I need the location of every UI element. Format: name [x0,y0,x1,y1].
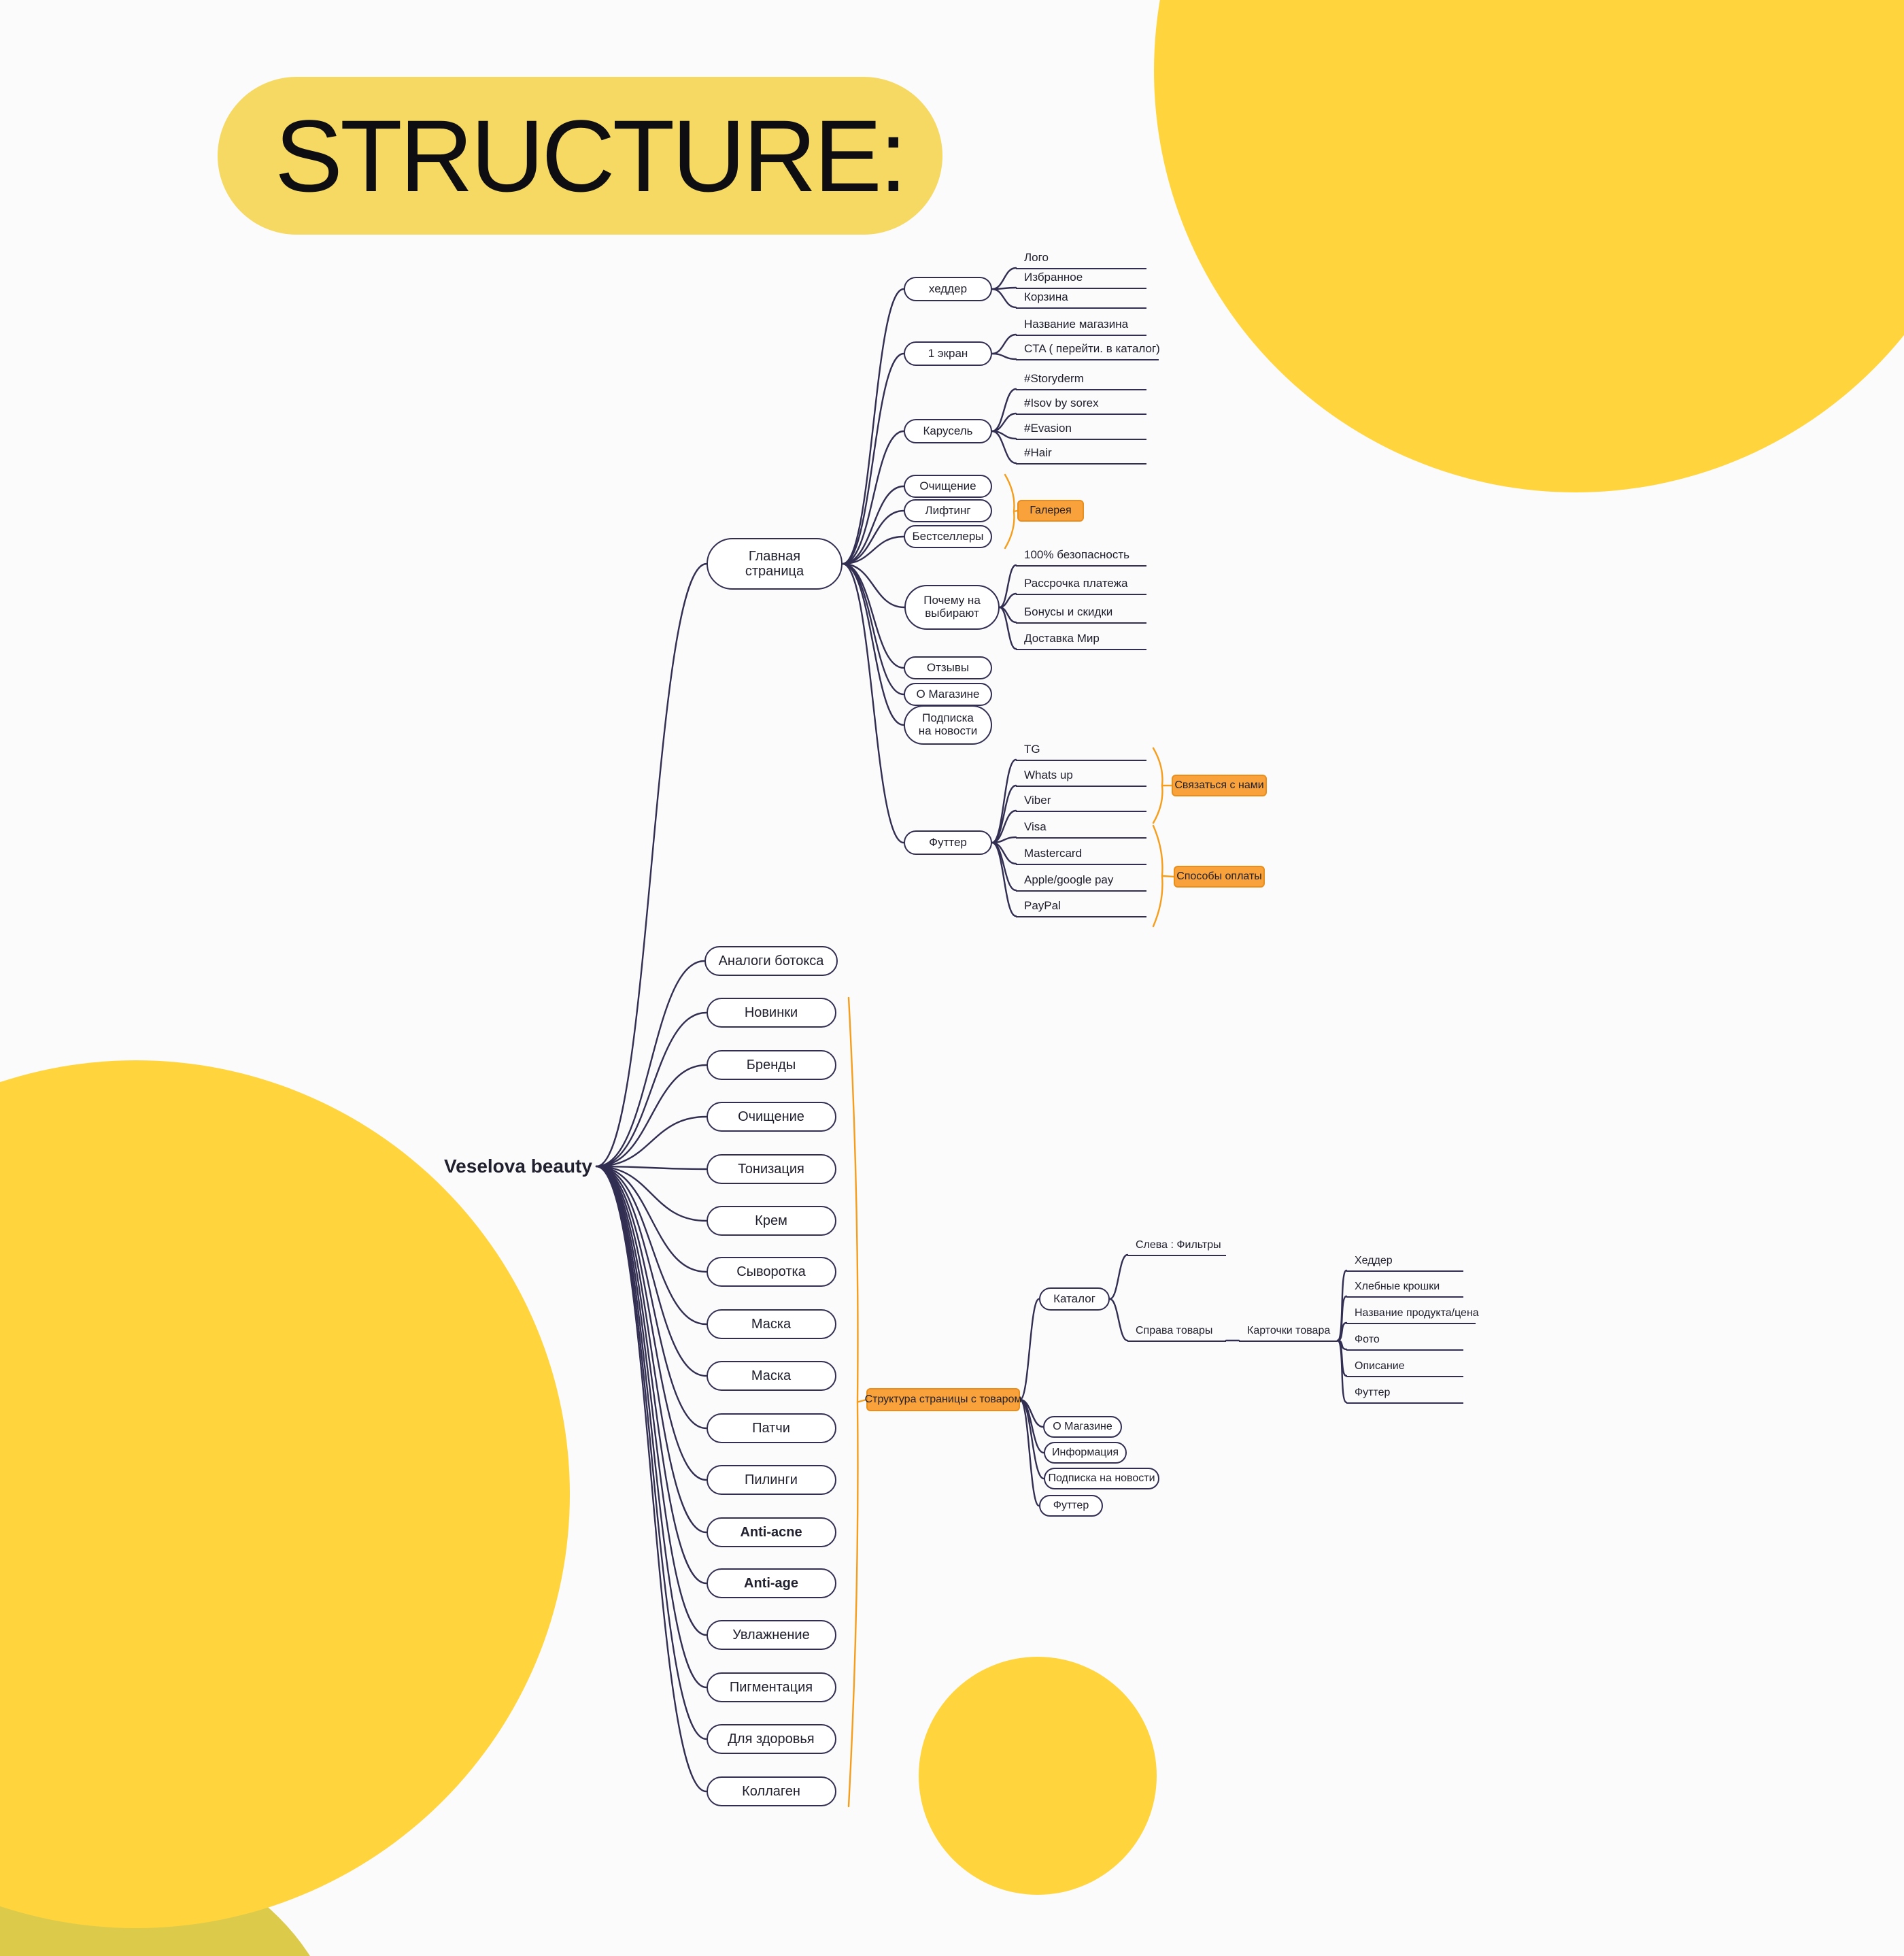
node-whatsup: Whats up [1016,764,1146,787]
node-brendy: Бренды [706,1050,836,1080]
node-podpiska2: Подписка на новости [1044,1468,1159,1489]
title-badge: STRUCTURE: [218,77,942,235]
node-antiage: Anti-age [706,1568,836,1598]
node-logo: Лого [1016,246,1146,269]
node-kh2: Хеддер [1346,1249,1463,1272]
node-carousel: Карусель [904,419,992,443]
node-och: Очищение [904,475,992,498]
node-filtry: Слева : Фильтры [1127,1233,1226,1256]
node-rassrochka: Рассрочка платежа [1016,572,1146,595]
node-krem: Крем [706,1206,836,1236]
node-izbr: Избранное [1016,266,1146,289]
node-khlebnye: Хлебные крошки [1346,1275,1463,1298]
page-title: STRUCTURE: [275,98,908,213]
node-opisanie: Описание [1346,1354,1463,1377]
node-isov: #Isov by sorex [1016,392,1146,415]
node-info: Информация [1044,1442,1127,1464]
node-sprava: Справа товары [1127,1319,1226,1342]
node-hair: #Hair [1016,441,1146,465]
node-visa: Visa [1016,815,1146,839]
node-cta: CTA ( перейти. в каталог) [1016,337,1160,360]
decor-circle-bottom-center [919,1657,1157,1895]
node-uvlazh: Увлажнение [706,1620,836,1650]
node-struktura: Структура страницы с товаром [865,1388,1021,1411]
node-header: хеддер [904,277,992,301]
node-otzyvy: Отзывы [904,656,992,679]
node-pilingi: Пилинги [706,1465,836,1495]
node-best: Бестселлеры [904,525,992,548]
node-evasion: #Evasion [1016,417,1146,440]
node-omag: О Магазине [904,683,992,706]
node-viber: Viber [1016,789,1146,812]
node-sposoby: Способы оплаты [1174,866,1265,888]
node-dostavka: Доставка Мир [1016,627,1146,650]
node-pigment: Пигментация [706,1672,836,1702]
node-omag2: О Магазине [1043,1416,1122,1438]
node-nazvanie: Название продукта/цена [1346,1301,1479,1324]
node-bonusy: Бонусы и скидки [1016,601,1146,624]
node-kollagen: Коллаген [706,1776,836,1806]
node-ochish2: Очищение [706,1102,836,1132]
node-maska1: Маска [706,1309,836,1339]
node-maska2: Маска [706,1361,836,1391]
node-toniz: Тонизация [706,1154,836,1184]
node-patchi: Патчи [706,1413,836,1443]
node-screen1: 1 экран [904,341,992,366]
node-kartochki: Карточки товара [1239,1319,1338,1342]
node-footer: Футтер [904,830,992,855]
node-analogi: Аналоги ботокса [704,946,838,976]
node-podpiska: Подписка на новости [904,705,992,745]
node-footer3: Футтер [1346,1381,1463,1404]
node-tg: TG [1016,738,1146,761]
node-glavnaya: Главная страница [707,538,843,590]
node-footer2: Футтер [1039,1495,1103,1517]
node-safety: 100% безопасность [1016,543,1146,567]
node-zdorov: Для здоровья [706,1724,836,1754]
node-applepay: Apple/google pay [1016,869,1146,892]
node-svyaz: Связаться с нами [1172,775,1267,796]
node-storyderm: #Storyderm [1016,367,1146,390]
node-foto: Фото [1346,1328,1463,1351]
node-root: Veselova beauty [444,1156,592,1177]
node-lift: Лифтинг [904,499,992,522]
node-mastercard: Mastercard [1016,842,1146,865]
node-galereya: Галерея [1017,500,1084,522]
node-antiacne: Anti-acne [706,1517,836,1547]
node-syvorotka: Сыворотка [706,1257,836,1287]
node-katalog: Каталог [1039,1287,1110,1311]
node-novinki: Новинки [706,998,836,1028]
node-shopname: Название магазина [1016,313,1146,336]
node-korzina: Корзина [1016,286,1146,309]
node-paypal: PayPal [1016,894,1146,917]
node-why: Почему на выбирают [904,585,1000,630]
